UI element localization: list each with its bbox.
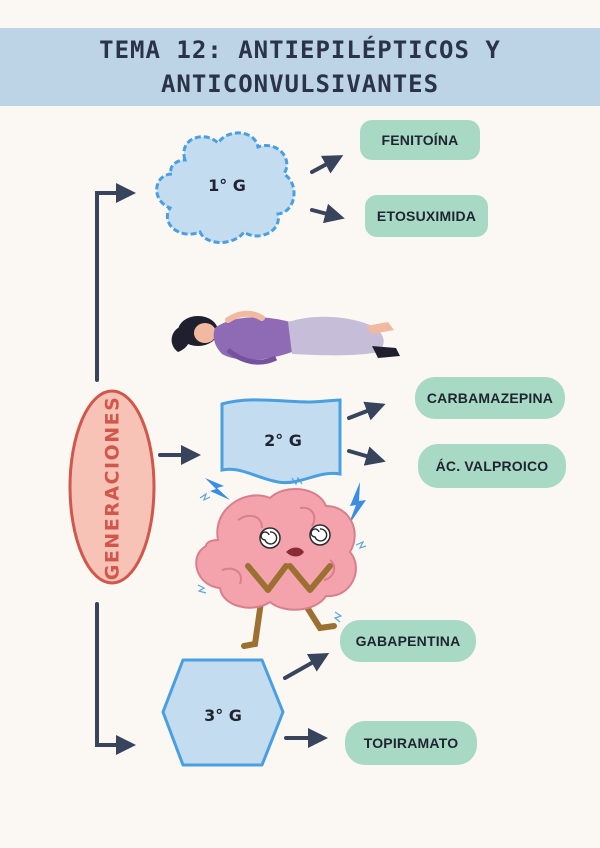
arrow-carbamazepina (347, 401, 386, 421)
connector-gen1 (95, 183, 136, 382)
drug-pill-gabapentina: GABAPENTINA (340, 620, 476, 662)
root-label: GENERACIONES (101, 395, 123, 580)
gen3-label: 3° G (204, 705, 242, 725)
drug-pill-carbamazepina: CARBAMAZEPINA (415, 377, 565, 419)
person-lying-down-icon (171, 310, 400, 365)
title-banner (0, 28, 600, 106)
connector-gen3 (95, 602, 136, 755)
drug-pill-valproico: ÁC. VALPROICO (418, 444, 566, 488)
arrow-gabapentina (283, 653, 330, 680)
gen2-label: 2° G (264, 430, 302, 450)
branch-connectors (95, 155, 386, 755)
title-line-2: ANTICONVULSIVANTES (160, 70, 440, 98)
drug-pill-etosuximida: ETOSUXIMIDA (365, 195, 488, 237)
drug-pill-fenitoina: FENITOÍNA (360, 120, 480, 160)
root-node-generaciones: GENERACIONES (72, 395, 152, 580)
root-node-ellipse (68, 389, 156, 585)
arrow-valproico (347, 446, 386, 466)
drug-pill-topiramato: TOPIRAMATO (345, 721, 477, 765)
gen2-banner-node (220, 398, 342, 485)
arrow-fenitoina (310, 155, 344, 174)
title-line-1: TEMA 12: ANTIEPILÉPTICOS Y (99, 36, 501, 64)
lightning-icon (205, 478, 366, 526)
page-title: TEMA 12: ANTIEPILÉPTICOS Y ANTICONVULSIV… (0, 33, 600, 101)
gen1-cloud-node (155, 131, 296, 244)
gen3-hexagon-node (161, 658, 285, 767)
gen1-label: 1° G (208, 175, 246, 195)
dizzy-brain-icon (195, 476, 367, 649)
arrow-etosuximida (310, 203, 345, 224)
